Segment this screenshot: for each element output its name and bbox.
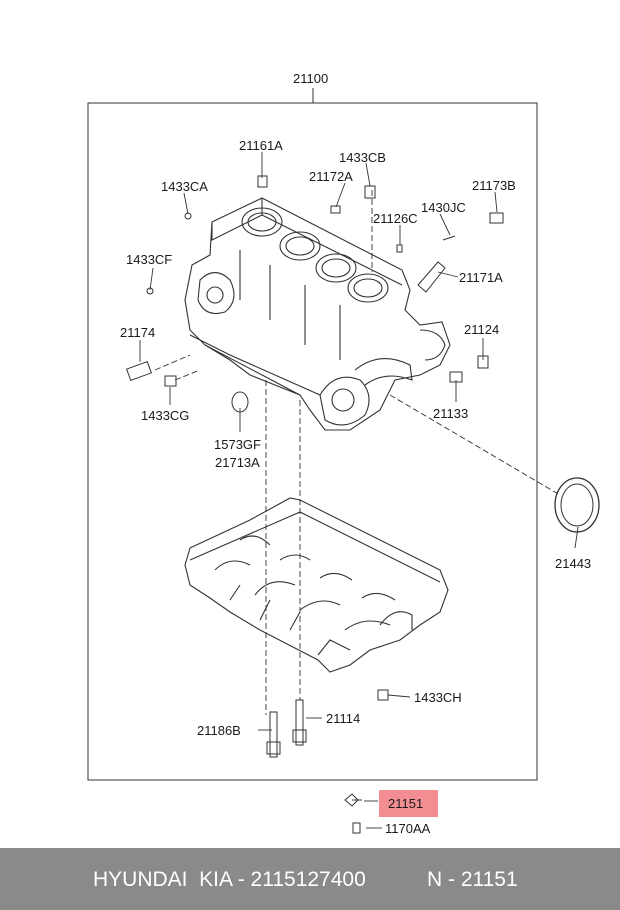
plug-21172a xyxy=(330,205,341,214)
engine-block-diagram xyxy=(87,88,600,834)
cap-21126c xyxy=(396,244,403,253)
footer-catalog-number: N - 21151 xyxy=(427,868,518,891)
label-1430jc: 1430JC xyxy=(421,200,466,215)
label-1573gf: 1573GF xyxy=(214,437,261,452)
pin-1430jc xyxy=(442,235,456,241)
label-21171a: 21171A xyxy=(459,270,503,285)
label-21173b: 21173B xyxy=(472,178,516,193)
label-21126c: 21126C xyxy=(373,211,418,226)
plug-1433cg xyxy=(164,375,177,387)
label-1433ca: 1433CA xyxy=(161,179,208,194)
plug-1433ca xyxy=(184,212,192,220)
cylinder-block xyxy=(184,197,451,431)
plug-1433cf xyxy=(146,287,154,295)
plug-1433cb xyxy=(364,185,376,199)
bolt-21161a xyxy=(257,175,268,188)
label-21151: 21151 xyxy=(388,796,424,811)
label-21100: 21100 xyxy=(293,71,329,86)
footer-brand-part-number: HYUNDAI KIA - 2115127400 xyxy=(93,868,366,891)
label-21124: 21124 xyxy=(464,322,500,337)
bolt-21114-head xyxy=(292,729,307,743)
label-21174: 21174 xyxy=(120,325,156,340)
label-1433cg: 1433CG xyxy=(141,408,190,423)
leader-lines xyxy=(139,152,579,829)
ladder-frame xyxy=(184,497,449,673)
plug-21124 xyxy=(477,355,489,369)
highlighted-part-box xyxy=(379,790,438,817)
label-21172a: 21172A xyxy=(309,169,353,184)
small-parts xyxy=(125,175,600,834)
label-1433ch: 1433CH xyxy=(414,690,462,705)
oil-seal-inner xyxy=(560,483,594,527)
label-21186b: 21186B xyxy=(197,723,241,738)
seal-1573gf xyxy=(231,391,249,413)
label-21443: 21443 xyxy=(555,556,592,571)
label-1433cf: 1433CF xyxy=(126,252,173,267)
label-21133: 21133 xyxy=(433,406,469,421)
footer-bar: HYUNDAI KIA - 2115127400 N - 21151 xyxy=(0,848,620,910)
pin-21173b xyxy=(489,212,504,224)
plug-1433ch xyxy=(377,689,389,701)
screw-1170aa xyxy=(352,822,361,834)
label-21161a: 21161A xyxy=(239,138,283,153)
sensor-21174 xyxy=(125,360,153,382)
bolt-21114 xyxy=(295,699,304,746)
plug-21133 xyxy=(449,371,463,383)
oil-seal-21443 xyxy=(554,477,600,533)
part-21151 xyxy=(344,793,362,807)
bolt-21186b xyxy=(269,711,278,758)
label-1170aa: 1170AA xyxy=(385,821,431,836)
alignment-lines xyxy=(154,190,561,715)
bolt-21186b-head xyxy=(266,741,281,755)
tube-21171a xyxy=(417,261,446,293)
label-21114: 21114 xyxy=(326,711,361,726)
label-21713a: 21713A xyxy=(215,455,260,470)
label-1433cb: 1433CB xyxy=(339,150,386,165)
